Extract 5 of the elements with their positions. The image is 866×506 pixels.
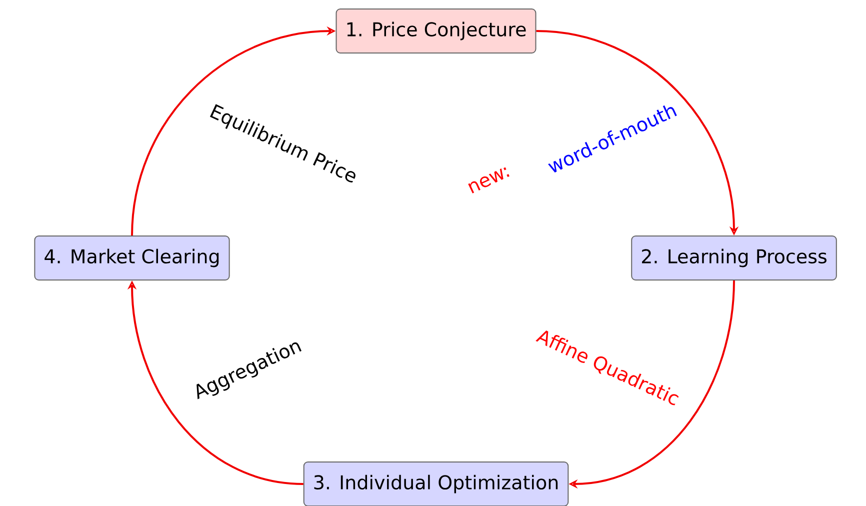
process-box: 2. Learning Process bbox=[631, 236, 837, 280]
note-label: new: bbox=[468, 167, 510, 194]
process-box: 3. Individual Optimization bbox=[303, 462, 569, 506]
process-box: 1. Price Conjecture bbox=[336, 8, 536, 54]
process-box: 4. Market Clearing bbox=[34, 236, 230, 280]
